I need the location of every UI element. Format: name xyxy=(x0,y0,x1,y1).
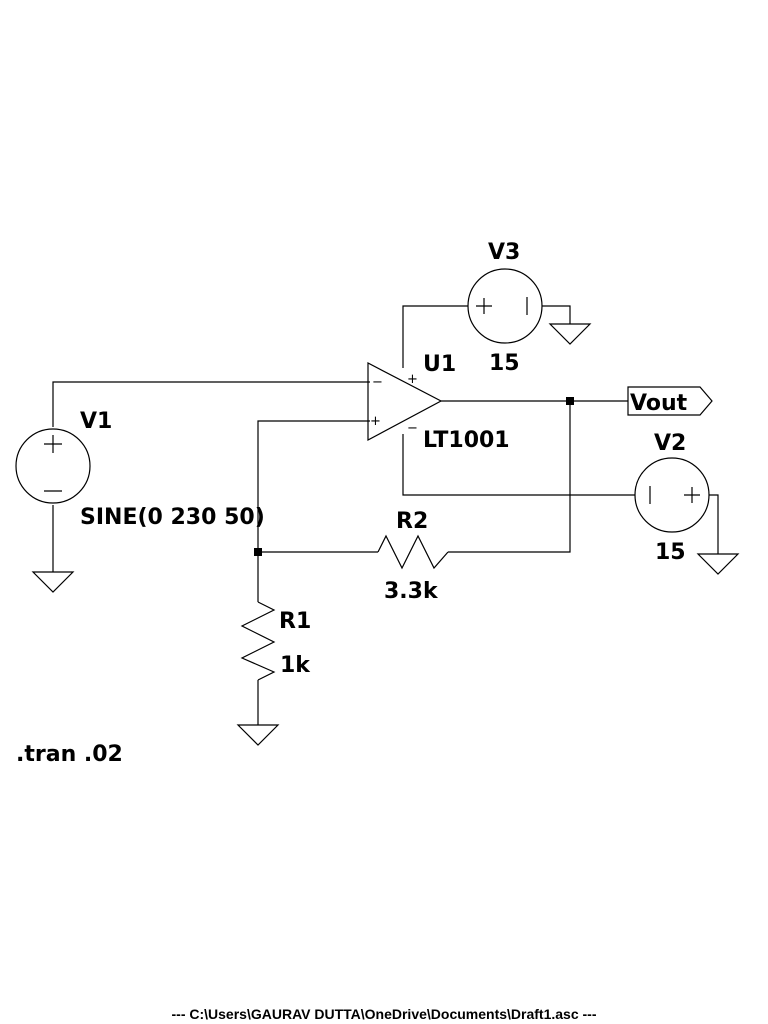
vout-label: Vout xyxy=(630,391,688,416)
junction-node-r1-r2 xyxy=(254,548,262,556)
v2-plus-sign-icon xyxy=(684,487,700,503)
wire-v1-to-inverting-input xyxy=(52,381,370,427)
wires xyxy=(52,305,719,725)
ground-v1-icon xyxy=(31,571,75,593)
v1-name: V1 xyxy=(80,409,112,434)
r2-zigzag-icon xyxy=(377,534,449,570)
opamp-inverting-pin-label: − xyxy=(372,375,383,390)
wire-r2-to-output xyxy=(448,401,571,553)
opamp-u1[interactable]: − + + − U1 LT1001 xyxy=(367,352,510,453)
r1-value: 1k xyxy=(280,653,311,678)
wire-v2-to-ground xyxy=(709,494,719,554)
file-path-footer: --- C:\Users\GAURAV DUTTA\OneDrive\Docum… xyxy=(172,1006,597,1022)
vout-flag-icon xyxy=(627,386,713,416)
v2-value: 15 xyxy=(655,540,686,565)
v1-source[interactable]: V1 SINE(0 230 50) xyxy=(15,409,265,530)
r1-name: R1 xyxy=(279,609,311,634)
v1-symbol xyxy=(15,428,91,504)
resistor-r2[interactable]: R2 3.3k xyxy=(377,509,449,604)
wire-noninverting-input xyxy=(257,420,370,552)
opamp-vplus-pin-label: + xyxy=(407,372,418,387)
v2-source[interactable]: V2 15 xyxy=(634,431,710,565)
wire-vminus-to-v2 xyxy=(402,434,635,496)
wire-vplus-to-v3 xyxy=(402,305,468,368)
r2-value: 3.3k xyxy=(384,579,439,604)
spice-directive[interactable]: .tran .02 xyxy=(16,742,123,767)
u1-name: U1 xyxy=(423,352,456,377)
vout-net-label[interactable]: Vout xyxy=(627,386,713,416)
v3-value: 15 xyxy=(489,351,520,376)
junction-node-output xyxy=(566,397,574,405)
opamp-noninverting-pin-label: + xyxy=(370,414,381,429)
ground-v2-icon xyxy=(696,553,740,575)
resistor-r1[interactable]: R1 1k xyxy=(240,601,311,681)
r1-zigzag-icon xyxy=(240,601,276,681)
wire-v3-to-ground xyxy=(542,305,571,324)
u1-value: LT1001 xyxy=(423,428,510,453)
v1-value: SINE(0 230 50) xyxy=(80,505,265,530)
v2-symbol xyxy=(634,457,710,533)
v2-name: V2 xyxy=(654,431,686,456)
v3-source[interactable]: V3 15 xyxy=(467,240,543,376)
ground-v3-icon xyxy=(548,323,592,345)
r2-name: R2 xyxy=(396,509,428,534)
v3-symbol xyxy=(467,268,543,344)
ground-r1-icon xyxy=(236,724,280,746)
v3-name: V3 xyxy=(488,240,520,265)
v1-plus-sign-icon xyxy=(44,435,62,453)
opamp-triangle-icon xyxy=(367,362,443,442)
opamp-vminus-pin-label: − xyxy=(407,421,418,436)
v3-plus-sign-icon xyxy=(476,298,492,314)
